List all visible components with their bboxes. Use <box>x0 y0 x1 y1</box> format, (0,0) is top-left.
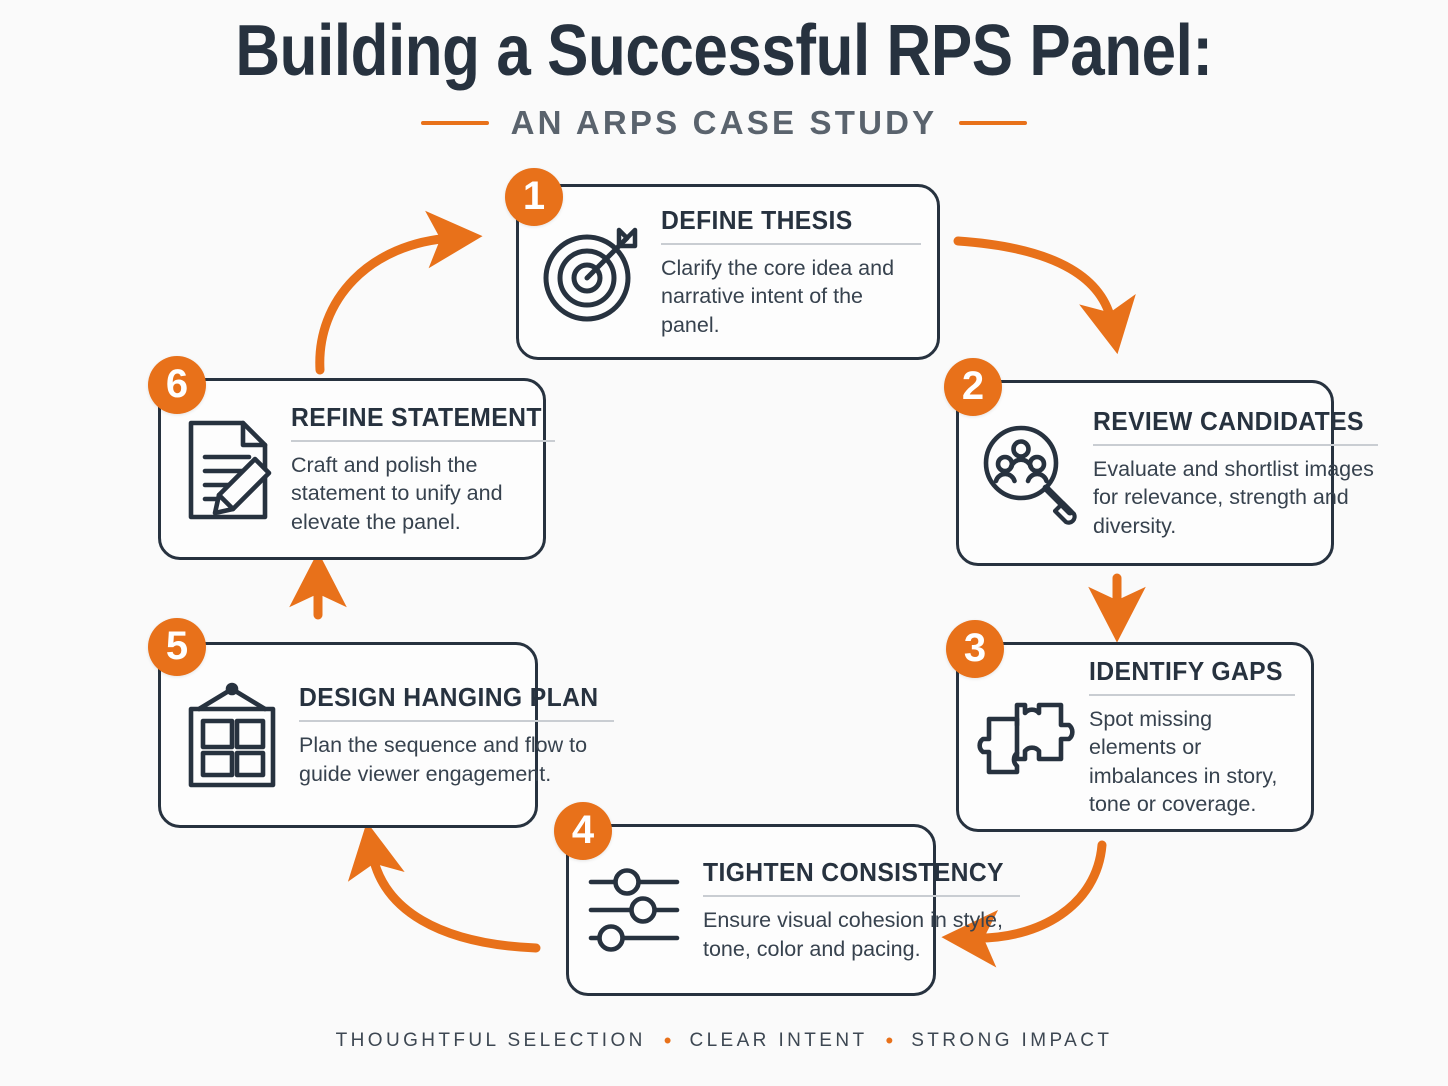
target-arrow-icon <box>535 216 651 328</box>
footer-separator-1: • <box>663 1028 672 1053</box>
step-badge-2: 2 <box>944 358 1002 416</box>
arrow-6-to-1 <box>315 210 483 375</box>
step-title-1: DEFINE THESIS <box>661 204 853 235</box>
subtitle-dash-left <box>420 120 489 125</box>
step-card-review-candidates[interactable]: REVIEW CANDIDATES Evaluate and shortlist… <box>956 380 1379 566</box>
step-title-5: DESIGN HANGING PLAN <box>299 682 599 713</box>
step-card-body: IDENTIFY GAPS Spot missing elements or i… <box>1089 656 1295 819</box>
magnifier-people-icon <box>975 419 1083 527</box>
step-title-6: REFINE STATEMENT <box>291 401 542 432</box>
footer-item-1: THOUGHTFUL SELECTION <box>335 1030 646 1051</box>
step-description-5: Plan the sequence and flow to guide view… <box>299 733 588 786</box>
step-title-3: IDENTIFY GAPS <box>1089 655 1283 686</box>
page-title: Building a Successful RPS Panel: <box>235 11 1213 91</box>
step-card-body: DESIGN HANGING PLAN Plan the sequence an… <box>299 682 615 788</box>
step-card-body: DEFINE THESIS Clarify the core idea and … <box>661 205 921 339</box>
footer-item-2: CLEAR INTENT <box>689 1030 868 1051</box>
step-badge-4: 4 <box>554 802 612 860</box>
step-description-4: Ensure visual cohesion in style, tone, c… <box>703 908 1003 961</box>
step-card-identify-gaps[interactable]: IDENTIFY GAPS Spot missing elements or i… <box>956 642 1314 832</box>
step-description-3: Spot missing elements or imbalances in s… <box>1089 706 1278 816</box>
step-divider-2 <box>1093 443 1379 446</box>
step-description-2: Evaluate and shortlist images for releva… <box>1093 456 1374 538</box>
step-title-2: REVIEW CANDIDATES <box>1093 405 1364 436</box>
footer-item-3: STRONG IMPACT <box>911 1030 1113 1051</box>
page-subtitle: AN ARPS CASE STUDY <box>510 103 938 141</box>
step-card-design-hanging-plan[interactable]: DESIGN HANGING PLAN Plan the sequence an… <box>158 642 615 828</box>
puzzle-pieces-icon <box>975 685 1079 789</box>
step-divider-4 <box>703 895 1020 898</box>
step-divider-1 <box>661 242 921 245</box>
step-card-refine-statement[interactable]: REFINE STATEMENT Craft and polish the st… <box>158 378 555 560</box>
step-card-body: REFINE STATEMENT Craft and polish the st… <box>291 402 555 536</box>
footer: THOUGHTFUL SELECTION • CLEAR INTENT • ST… <box>0 1030 1448 1052</box>
step-badge-6: 6 <box>148 356 206 414</box>
step-card-body: TIGHTEN CONSISTENCY Ensure visual cohesi… <box>703 857 1020 963</box>
subtitle-row: AN ARPS CASE STUDY <box>0 104 1448 142</box>
step-card-body: REVIEW CANDIDATES Evaluate and shortlist… <box>1093 405 1379 540</box>
document-pencil-icon <box>177 413 281 525</box>
header: Building a Successful RPS Panel: AN ARPS… <box>0 11 1448 142</box>
step-badge-1: 1 <box>505 168 563 226</box>
footer-separator-2: • <box>885 1028 894 1053</box>
step-divider-6 <box>291 439 555 442</box>
step-badge-5: 5 <box>148 618 206 676</box>
hanging-frame-icon <box>177 679 289 791</box>
step-divider-5 <box>299 720 615 723</box>
step-card-define-thesis[interactable]: DEFINE THESIS Clarify the core idea and … <box>516 184 940 360</box>
step-description-1: Clarify the core idea and narrative inte… <box>661 255 895 337</box>
step-card-tighten-consistency[interactable]: TIGHTEN CONSISTENCY Ensure visual cohesi… <box>566 824 1020 996</box>
sliders-icon <box>585 858 693 962</box>
arrow-4-to-5 <box>347 821 541 953</box>
arrow-1-to-2 <box>953 236 1136 355</box>
step-divider-3 <box>1089 693 1295 696</box>
step-badge-3: 3 <box>946 620 1004 678</box>
step-description-6: Craft and polish the statement to unify … <box>291 452 503 534</box>
step-title-4: TIGHTEN CONSISTENCY <box>703 857 1004 888</box>
subtitle-dash-right <box>959 120 1028 125</box>
